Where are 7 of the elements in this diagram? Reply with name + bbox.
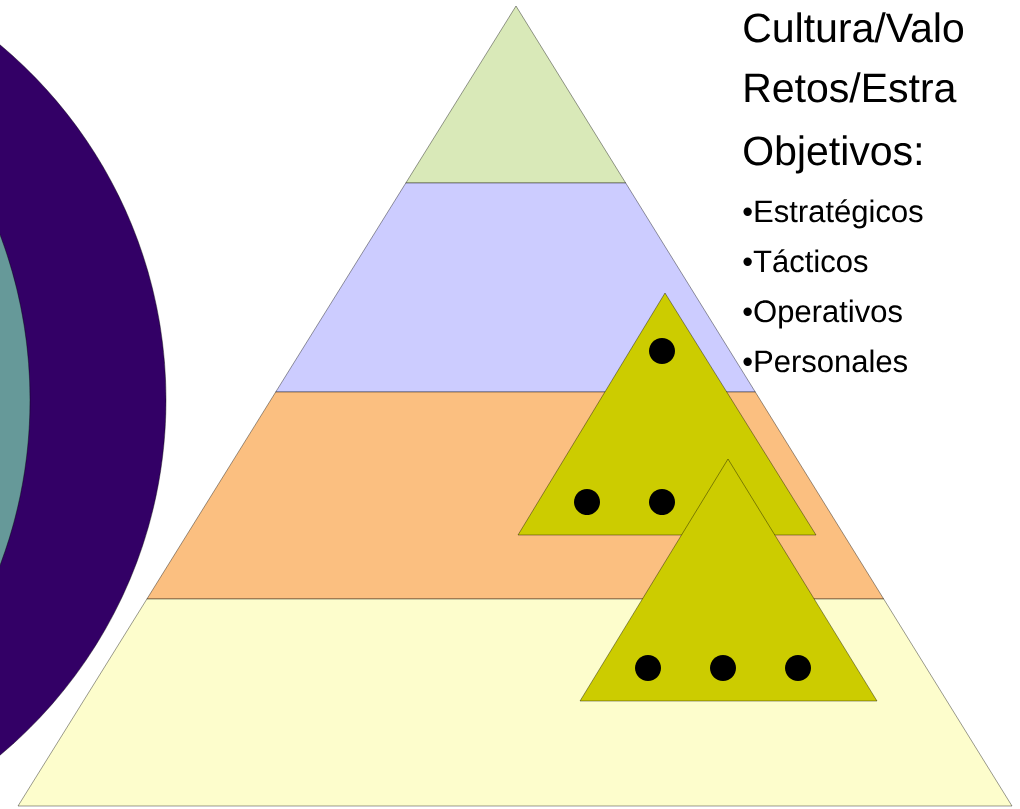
list-text: Objetivos: [744,135,921,174]
list-text: Cultura/Valo [744,12,964,43]
list-text: •Estratégicos [743,199,923,229]
list-text: Retos/Estra [745,72,957,103]
list-text: •Operativos [743,299,902,329]
list-text: •Tácticos [743,249,868,273]
list-text: •Personales [743,349,907,373]
